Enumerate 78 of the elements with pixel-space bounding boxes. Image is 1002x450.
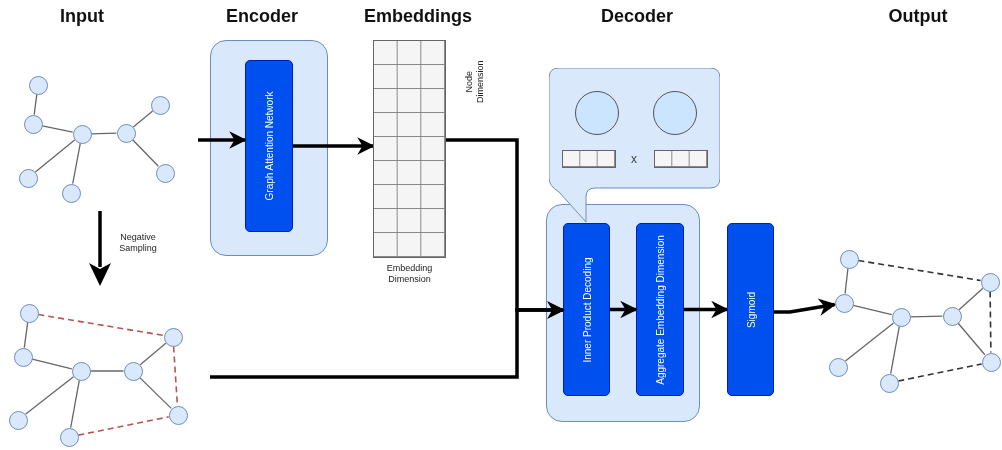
dashed-edge: [989, 290, 992, 354]
graph-edge: [139, 377, 172, 409]
dimension-label: Embedding Dimension: [385, 263, 434, 285]
graph-edge: [909, 315, 944, 318]
graph-vertex: [18, 168, 38, 188]
matrix-grid: [562, 150, 616, 168]
arrow: [210, 301, 565, 379]
graph-edge: [132, 139, 159, 167]
graph-vertex: [980, 272, 1000, 292]
graph-edge: [139, 342, 167, 366]
column-heading: Decoder: [601, 6, 673, 27]
graph-vertex: [72, 124, 92, 144]
process-block: [563, 223, 610, 396]
graph-edge: [957, 322, 986, 356]
graph-edge: [41, 125, 74, 133]
process-block: [636, 223, 684, 396]
graph-vertex: [163, 327, 183, 347]
graph-vertex: [981, 352, 1001, 372]
graph-vertex: [116, 123, 136, 143]
graph-vertex: [13, 347, 33, 367]
block-label: Inner Product Decoding: [581, 256, 592, 363]
graph-vertex: [155, 163, 175, 183]
process-block: [727, 223, 774, 396]
graph-vertex: [23, 114, 43, 134]
graph-vertex: [891, 307, 911, 327]
graph-vertex: [879, 373, 899, 393]
arrow-label: Negative Sampling: [118, 232, 158, 254]
matrix-grid: [373, 40, 446, 258]
column-heading: Output: [888, 6, 948, 27]
multiply-sign: x: [631, 152, 637, 166]
column-heading: Input: [60, 6, 104, 27]
graph-vertex: [828, 357, 848, 377]
graph-edge: [70, 379, 80, 429]
container-panel: [210, 40, 328, 256]
graph-edge: [89, 370, 125, 372]
graph-edge: [844, 267, 849, 295]
dashed-edge: [37, 313, 165, 337]
graph-vertex: [59, 427, 79, 447]
dashed-edge: [857, 259, 982, 282]
graph-edge: [852, 304, 893, 316]
graph-edge: [72, 142, 81, 185]
dashed-edge: [77, 416, 170, 436]
arrow: [774, 298, 837, 316]
column-heading: Embeddings: [364, 6, 472, 27]
graph-edge: [33, 93, 38, 116]
column-heading: Encoder: [226, 6, 298, 27]
arrow: [684, 300, 729, 319]
arrow: [610, 300, 638, 319]
graph-edge: [958, 287, 984, 311]
block-label: Sigmoid: [745, 291, 756, 328]
graph-vertex: [71, 361, 91, 381]
graph-edge: [132, 110, 154, 128]
graph-vertex: [942, 306, 962, 326]
matrix-grid: [654, 150, 708, 168]
graph-edge: [31, 358, 73, 370]
arrow: [198, 131, 247, 149]
graph-edge: [90, 132, 118, 135]
process-block: [245, 60, 293, 232]
graph-vertex: [61, 183, 81, 203]
graph-vertex: [150, 95, 170, 115]
graph-vertex: [19, 303, 39, 323]
graph-vertex: [123, 361, 143, 381]
graph-vertex: [839, 249, 859, 269]
block-label: Graph Attention Network: [263, 91, 275, 201]
block-label: Aggregate Embedding Dimension: [654, 234, 666, 385]
dimension-label: Node Dimension: [464, 59, 486, 106]
arrow: [293, 137, 375, 155]
graph-vertex: [834, 293, 854, 313]
dashed-edge: [897, 363, 983, 382]
graph-edge: [34, 139, 76, 173]
graph-vertex: [28, 75, 48, 95]
graph-vertex: [8, 410, 28, 430]
graph-edge: [24, 376, 75, 415]
graph-edge: [23, 321, 29, 349]
container-panel: [546, 204, 700, 422]
graph-edge: [844, 322, 895, 362]
graph-vertex: [168, 405, 188, 425]
graph-edge: [890, 325, 900, 375]
